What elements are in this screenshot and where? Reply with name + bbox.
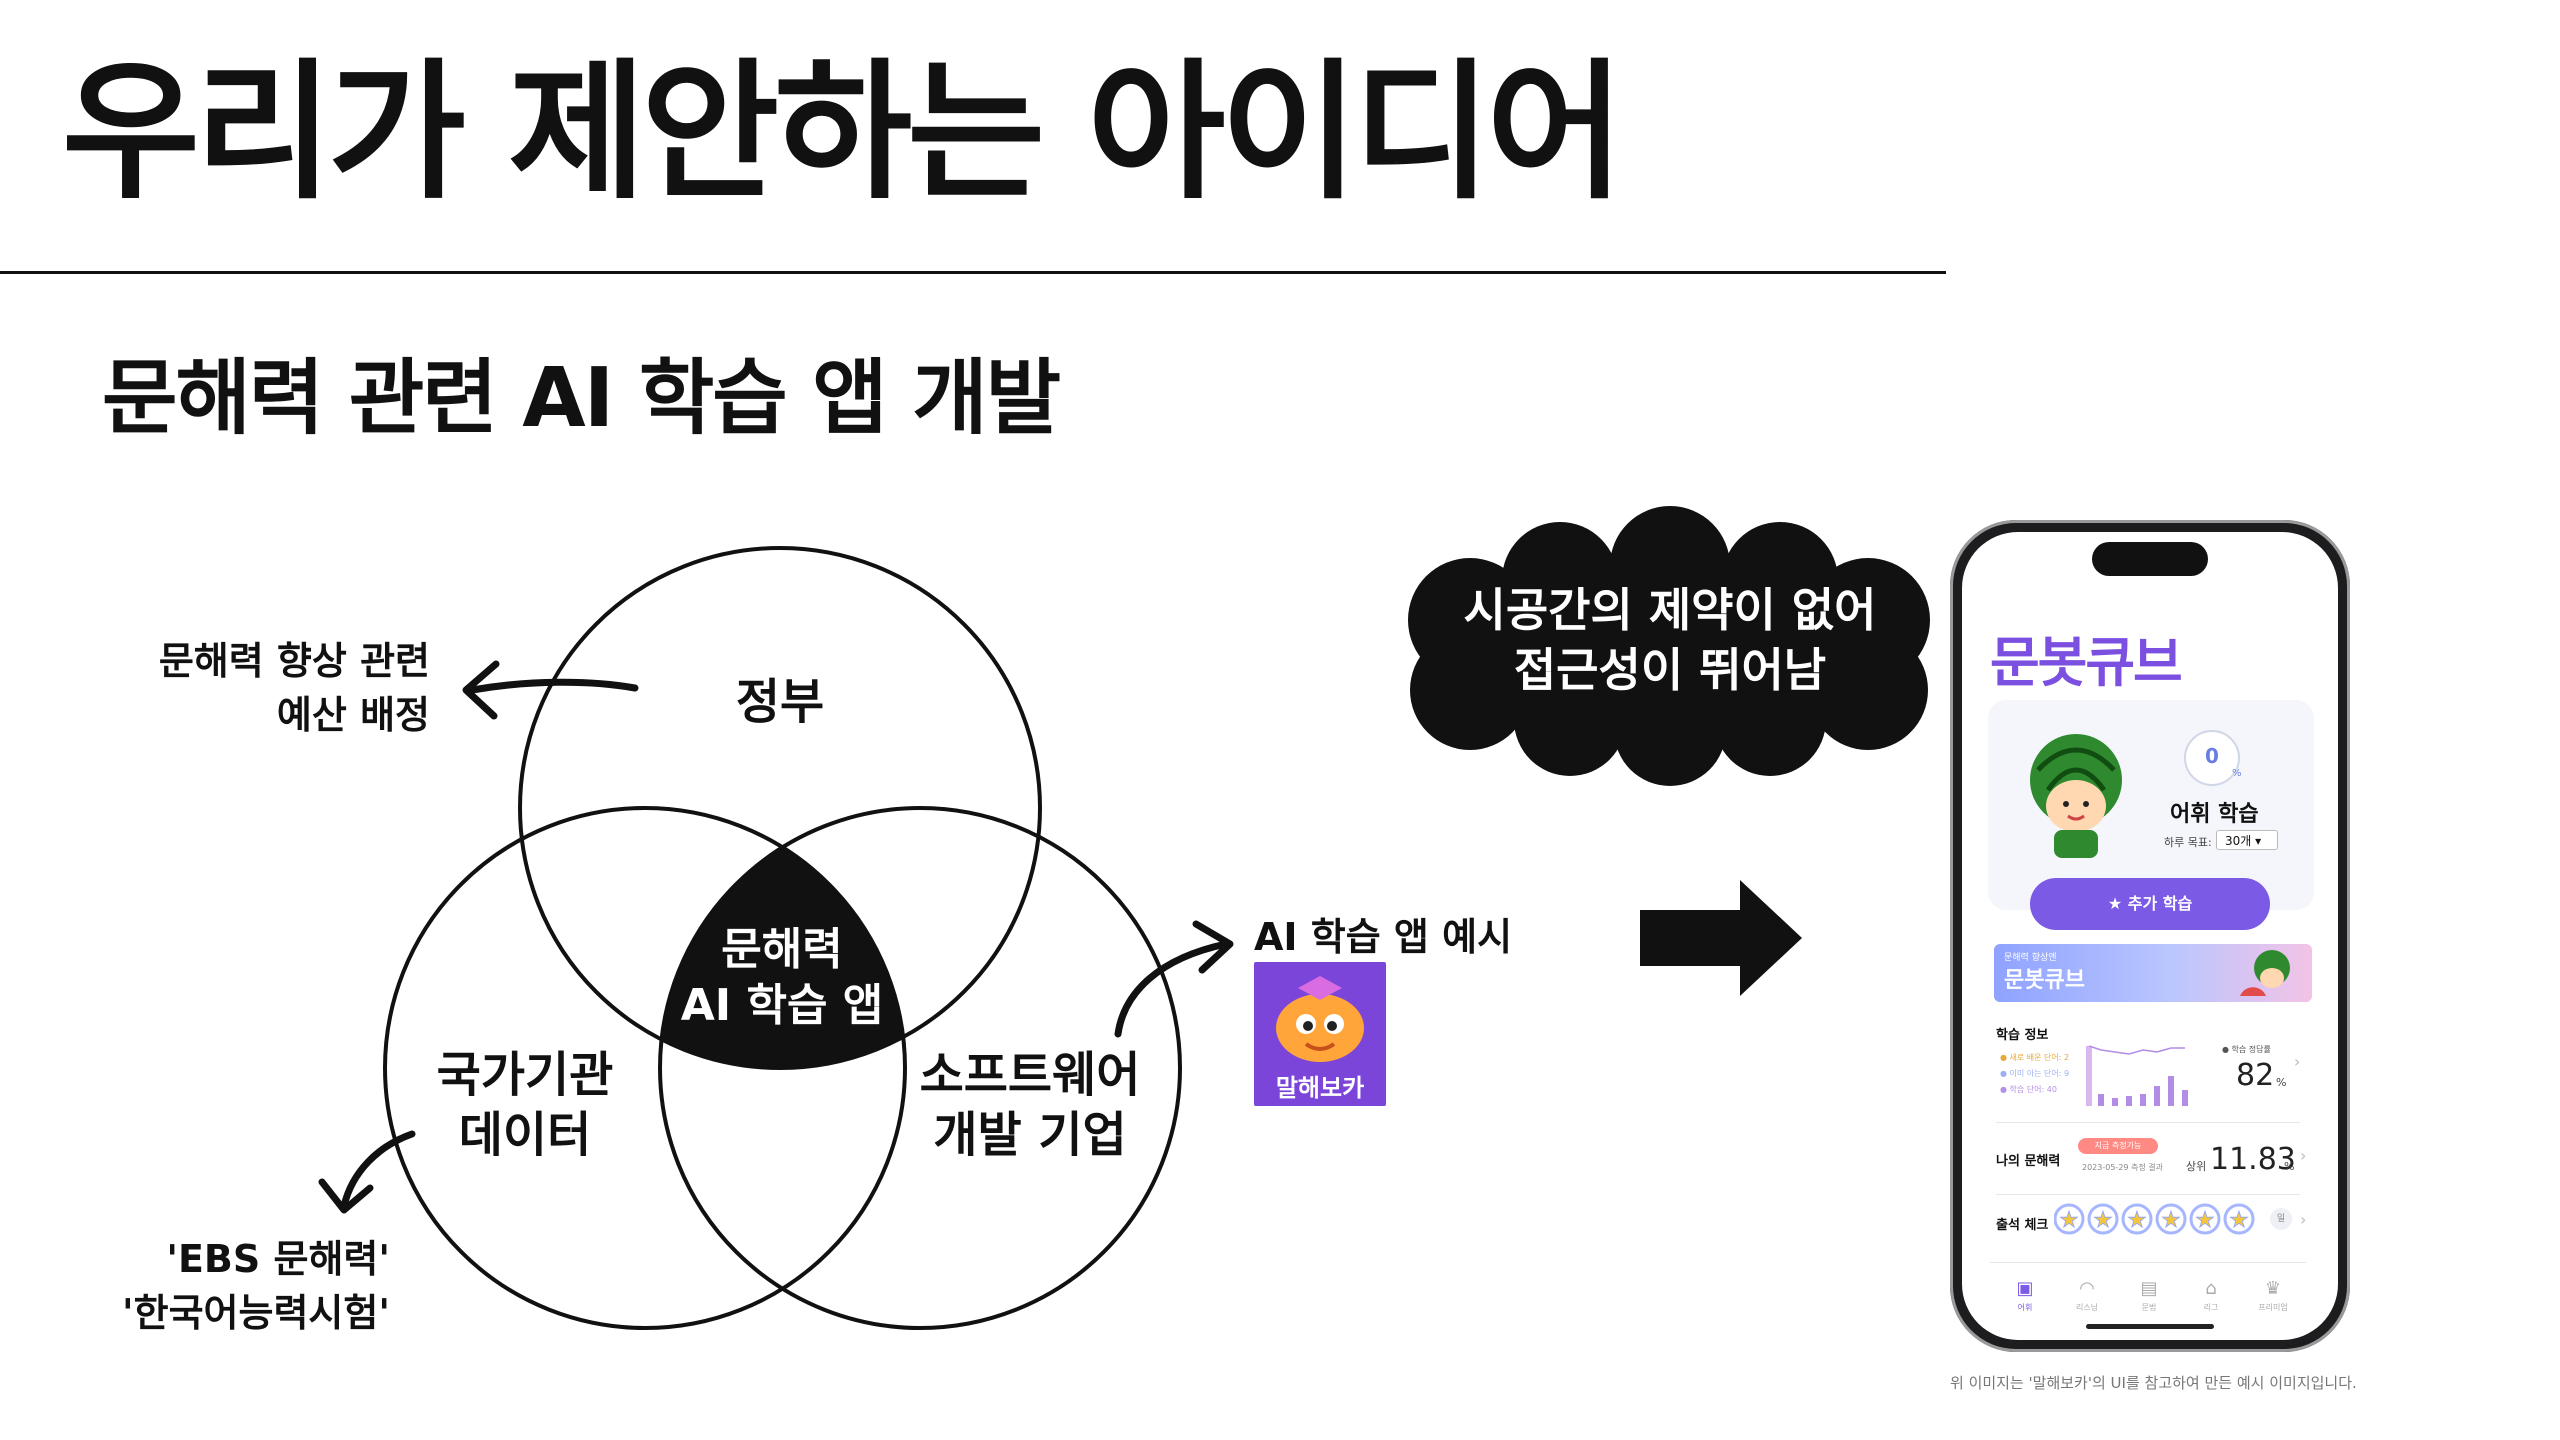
mascot-icon [1276,976,1364,1062]
legend-study-words: ● 학습 단어: 40 [2000,1085,2057,1094]
arrow-head-example [1192,920,1234,974]
vocab-title: 어휘 학습 [2170,802,2259,827]
phone-screen [1962,532,2338,1340]
home-indicator [2086,1324,2214,1329]
svg-text:★: ★ [2195,1208,2215,1233]
attendance-stars: ★ ★ ★ ★ ★ ★ [2054,1203,2255,1235]
venn-diagram [318,506,1930,1330]
league-icon[interactable]: ⌂ [2205,1278,2217,1299]
legend-known-words: ● 이미 아는 단어: 9 [2000,1069,2070,1078]
venn-circle-software [658,806,1182,1330]
venn-center-line2: AI 학습 앱 [680,980,884,1031]
legend-new-words: ● 새로 배운 단어: 2 [2000,1053,2070,1062]
phone-dynamic-island [2092,542,2208,576]
grammar-icon[interactable]: ▤ [2140,1278,2158,1299]
arrow-to-data-note [340,1130,416,1210]
watermelon-mascot-icon [2030,734,2122,858]
venn-label-data: 국가기관 데이터 [400,1045,650,1165]
nav-league[interactable]: 리그 [2203,1303,2219,1312]
venn-label-data-line1: 국가기관 [436,1047,614,1103]
progress-ring-value: 0 [2205,744,2219,768]
note-data-sources: 'EBS 문해력' '한국어능력시험' [110,1232,390,1340]
daily-goal-label: 하루 목표: [2164,836,2212,849]
cloud-line2: 접근성이 뛰어남 [1513,643,1827,697]
venn-label-software-line2: 개발 기업 [933,1107,1127,1163]
app-icon-label: 말해보카 [1275,1074,1365,1102]
note-budget-line2: 예산 배정 [276,693,430,737]
venn-center-line1: 문해력 [721,924,843,975]
attendance-chevron-icon[interactable]: › [2300,1210,2307,1229]
attendance-day-badge: 일 [2270,1208,2292,1230]
add-study-label: 추가 학습 [2127,894,2193,913]
rank-label: 상위 [2186,1160,2207,1173]
headphones-icon[interactable]: ◠ [2079,1278,2095,1299]
page-title: 우리가 제안하는 아이디어 [62,46,1624,220]
nav-grammar[interactable]: 문법 [2141,1303,2157,1312]
svg-text:★: ★ [2127,1208,2147,1233]
study-info-chevron-icon[interactable]: › [2294,1052,2301,1071]
book-icon[interactable]: ▣ [2016,1278,2034,1299]
note-budget-line1: 문해력 향상 관련 [158,639,430,683]
banner-mascot-icon [2240,950,2290,996]
example-label: AI 학습 앱 예시 [1254,915,1513,959]
arrow-to-example [1114,940,1230,1038]
cloud-message: 시공간의 제약이 없어 접근성이 뛰어남 [1420,580,1920,700]
divider-2 [1996,1194,2300,1195]
title-divider [0,271,1946,274]
literacy-badge[interactable]: 지금 측정가능 [2078,1138,2158,1154]
crown-icon[interactable]: ♛ [2264,1278,2282,1299]
note-budget: 문해력 향상 관련 예산 배정 [140,634,430,742]
svg-text:★: ★ [2093,1208,2113,1233]
svg-text:★: ★ [2161,1208,2181,1233]
svg-text:★: ★ [2059,1208,2079,1233]
study-bar-chart [2086,1045,2188,1106]
app-icon-malhaeboka: 말해보카 [1254,962,1386,1106]
image-caption: 위 이미지는 '말해보카'의 UI를 참고하여 만든 예시 이미지입니다. [1950,1374,2357,1392]
venn-label-software-line1: 소프트웨어 [919,1047,1141,1103]
venn-circle-data [383,806,907,1330]
nav-listening[interactable]: 리스닝 [2075,1303,2099,1312]
svg-text:★: ★ [2229,1208,2249,1233]
venn-center-region [660,808,905,1068]
literacy-date: 2023-05-29 측정 결과 [2082,1163,2164,1172]
rank-value: 11.83 [2210,1142,2296,1177]
progress-ring-unit: % [2232,768,2242,779]
venn-label-center: 문해력 AI 학습 앱 [652,922,912,1034]
venn-label-software: 소프트웨어 개발 기업 [900,1045,1160,1165]
app-title: 문봇큐브 [1990,631,2183,694]
speech-cloud-shape [1408,506,1930,786]
accuracy-value: 82 [2236,1058,2275,1093]
cloud-line1: 시공간의 제약이 없어 [1463,583,1877,637]
venn-label-data-line2: 데이터 [458,1107,592,1163]
accuracy-unit: % [2276,1076,2287,1089]
venn-label-government: 정부 [735,674,825,730]
study-info-title: 학습 정보 [1996,1028,2049,1043]
note-data-line1: 'EBS 문해력' [166,1237,390,1281]
big-right-arrow [1640,880,1802,996]
note-data-line2: '한국어능력시험' [122,1291,390,1335]
accuracy-label: ● 학습 정답률 [2222,1045,2271,1054]
star-icon: ★ [2107,894,2128,913]
daily-goal-select[interactable]: 30개 ▾ [2216,830,2278,850]
progress-ring [2184,730,2240,786]
literacy-title: 나의 문해력 [1996,1154,2061,1169]
divider-3 [1990,1262,2306,1263]
banner-small-text: 문해력 향상엔 [2004,953,2057,963]
divider-1 [1996,1122,2300,1123]
bottom-nav: ▣ 어휘 ◠ 리스닝 ▤ 문법 ⌂ 리그 ♛ 프리미엄 [2000,1278,2300,1318]
nav-vocab[interactable]: 어휘 [2017,1303,2033,1312]
nav-premium[interactable]: 프리미엄 [2258,1303,2288,1312]
arrow-head-data [318,1178,374,1214]
attendance-title: 출석 체크 [1996,1218,2049,1233]
page-subtitle: 문해력 관련 AI 학습 앱 개발 [102,351,1061,446]
literacy-chevron-icon[interactable]: › [2300,1146,2307,1165]
banner-big-text: 문봇큐브 [2004,968,2085,993]
arrow-to-budget [468,678,639,694]
rank-unit: % [2284,1160,2295,1173]
arrow-head-budget [462,660,500,720]
add-study-button[interactable]: ★ 추가 학습 [2030,878,2270,930]
